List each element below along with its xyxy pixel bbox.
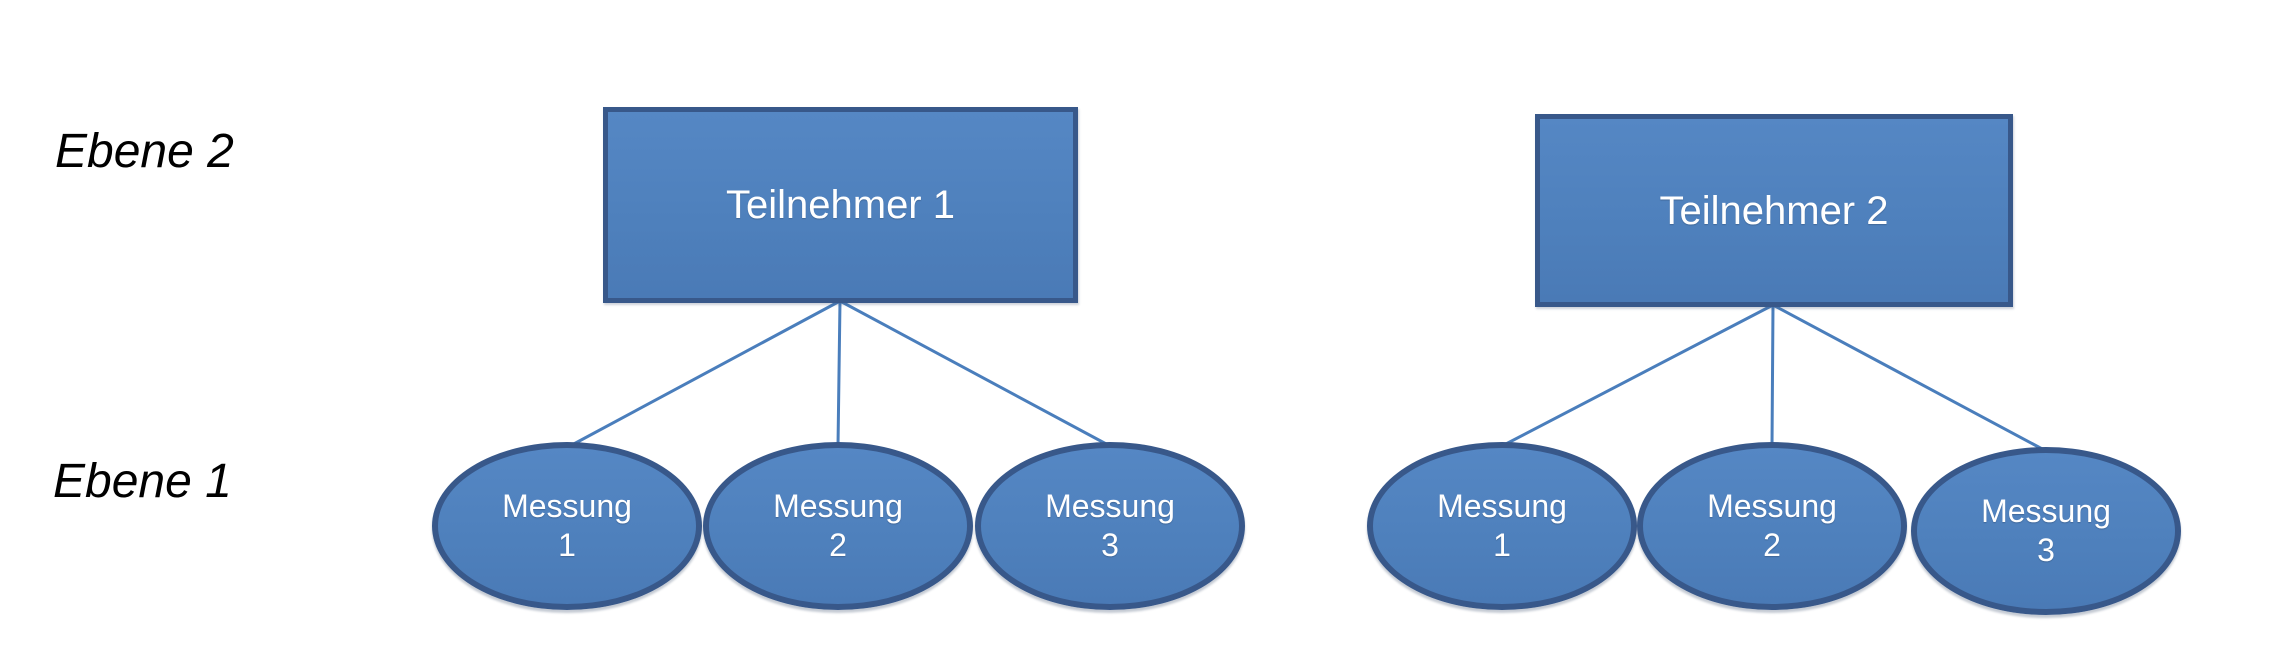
node-t1-messung-3-label: Messung	[1045, 487, 1175, 524]
node-teilnehmer-1-label: Teilnehmer 1	[725, 183, 955, 227]
node-t2-messung-1-label: Messung	[1437, 487, 1567, 524]
connector-t2-m3	[1771, 303, 2048, 453]
node-t1-messung-1-label: Messung	[502, 487, 632, 524]
node-t1-messung-3-number: 3	[1101, 527, 1119, 563]
level-label-ebene-1: Ebene 1	[53, 455, 232, 508]
node-t1-messung-2-number: 2	[829, 527, 847, 563]
node-t2-messung-3[interactable]: Messung 3	[1911, 447, 2181, 615]
connector-t1-m2	[836, 299, 842, 448]
level-label-ebene-2: Ebene 2	[55, 125, 234, 178]
connector-group-teilnehmer-1	[568, 299, 1112, 448]
connector-t1-m1	[568, 299, 842, 448]
node-t2-messung-3-number: 3	[2037, 532, 2055, 568]
node-t1-messung-2-label: Messung	[773, 487, 903, 524]
node-t2-messung-1-number: 1	[1493, 527, 1511, 563]
node-t2-messung-3-label: Messung	[1981, 492, 2111, 529]
node-t1-messung-3[interactable]: Messung 3	[975, 442, 1245, 610]
node-teilnehmer-1[interactable]: Teilnehmer 1	[603, 107, 1078, 303]
node-t2-messung-1[interactable]: Messung 1	[1367, 442, 1637, 610]
connector-t2-m1	[1500, 303, 1775, 448]
node-t2-messung-2-number: 2	[1763, 527, 1781, 563]
connector-t1-m3	[838, 299, 1112, 448]
node-t1-messung-2[interactable]: Messung 2	[703, 442, 973, 610]
node-teilnehmer-2[interactable]: Teilnehmer 2	[1535, 114, 2013, 307]
node-teilnehmer-2-label: Teilnehmer 2	[1659, 188, 1889, 233]
node-t1-messung-1-number: 1	[558, 527, 576, 563]
connector-group-teilnehmer-2	[1500, 303, 2048, 453]
connector-t2-m2	[1770, 303, 1775, 448]
node-t2-messung-2-label: Messung	[1707, 487, 1837, 524]
node-t2-messung-2[interactable]: Messung 2	[1637, 442, 1907, 610]
node-t1-messung-1[interactable]: Messung 1	[432, 442, 702, 610]
